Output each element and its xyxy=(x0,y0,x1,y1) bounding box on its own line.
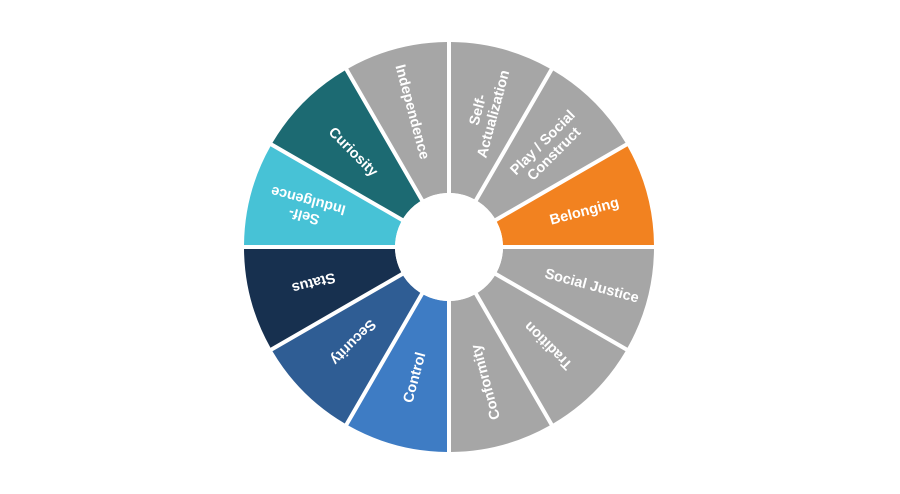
segment-label-line: Self- xyxy=(467,93,491,128)
segment-curiosity xyxy=(272,70,421,219)
wheel-segments xyxy=(244,42,654,452)
segment-tradition xyxy=(477,275,626,424)
segment-play-social-construct xyxy=(477,70,626,219)
segment-security xyxy=(272,275,421,424)
segment-belonging xyxy=(496,146,654,246)
segment-control xyxy=(348,294,448,452)
segment-status xyxy=(244,248,402,348)
segment-label-line: Self- xyxy=(287,204,322,228)
wheel-center-hole xyxy=(395,193,503,301)
segment-self-actualization xyxy=(450,42,550,200)
segment-self-indulgence xyxy=(244,146,402,246)
segment-independence xyxy=(348,42,448,200)
segment-social-justice xyxy=(496,248,654,348)
segment-conformity xyxy=(450,294,550,452)
